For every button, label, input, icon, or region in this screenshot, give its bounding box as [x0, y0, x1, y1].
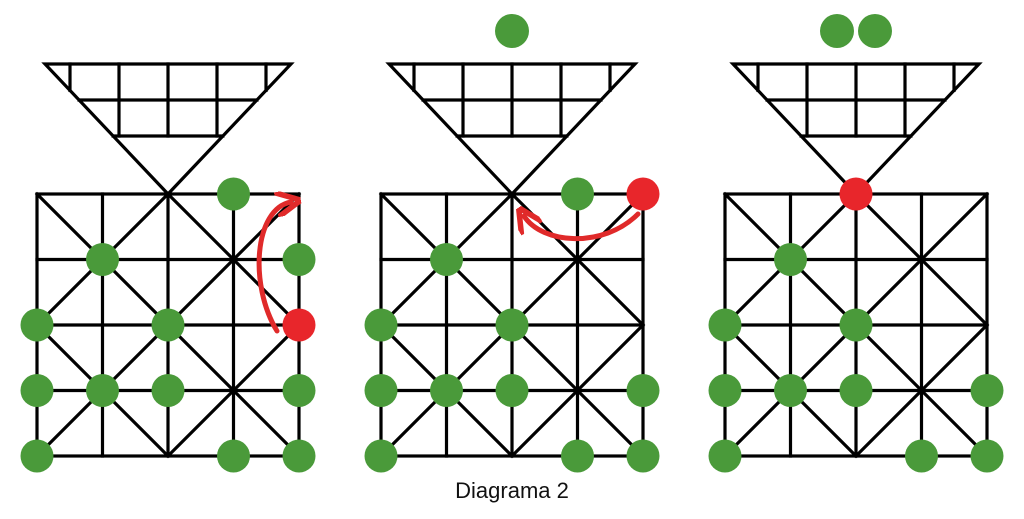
move-arrow: [524, 214, 641, 242]
green-piece: [708, 374, 742, 407]
green-piece: [430, 243, 463, 276]
diagram-caption: Diagrama 2: [455, 478, 569, 503]
red-piece: [282, 308, 316, 342]
green-piece: [20, 374, 54, 407]
green-piece: [20, 439, 54, 473]
green-piece: [217, 439, 250, 473]
green-piece: [364, 374, 398, 407]
panel-2: [364, 14, 660, 473]
green-piece: [561, 177, 594, 211]
green-piece: [970, 374, 1004, 407]
green-piece: [364, 308, 398, 342]
green-piece: [86, 243, 119, 276]
red-piece: [626, 177, 660, 211]
green-piece: [151, 374, 185, 407]
move-arrow: [256, 202, 291, 334]
green-piece: [495, 308, 529, 342]
green-piece: [282, 243, 316, 276]
green-piece: [626, 374, 660, 407]
green-piece: [774, 374, 807, 407]
panel-1: [20, 62, 316, 473]
green-piece: [626, 439, 660, 473]
panels-layer: [20, 14, 1004, 473]
green-piece: [282, 374, 316, 407]
captured-piece: [820, 14, 854, 48]
red-piece: [839, 177, 873, 211]
green-piece: [364, 439, 398, 473]
green-piece: [217, 177, 250, 211]
green-piece: [970, 439, 1004, 473]
green-piece: [151, 308, 185, 342]
panel-3: [708, 14, 1004, 473]
green-piece: [20, 308, 54, 342]
green-piece: [839, 308, 873, 342]
green-piece: [561, 439, 594, 473]
green-piece: [708, 439, 742, 473]
green-piece: [282, 439, 316, 473]
green-piece: [495, 374, 529, 407]
green-piece: [86, 374, 119, 407]
green-piece: [905, 439, 938, 473]
green-piece: [430, 374, 463, 407]
captured-piece: [858, 14, 892, 48]
captured-piece: [495, 14, 529, 48]
green-piece: [839, 374, 873, 407]
green-piece: [774, 243, 807, 276]
green-piece: [708, 308, 742, 342]
